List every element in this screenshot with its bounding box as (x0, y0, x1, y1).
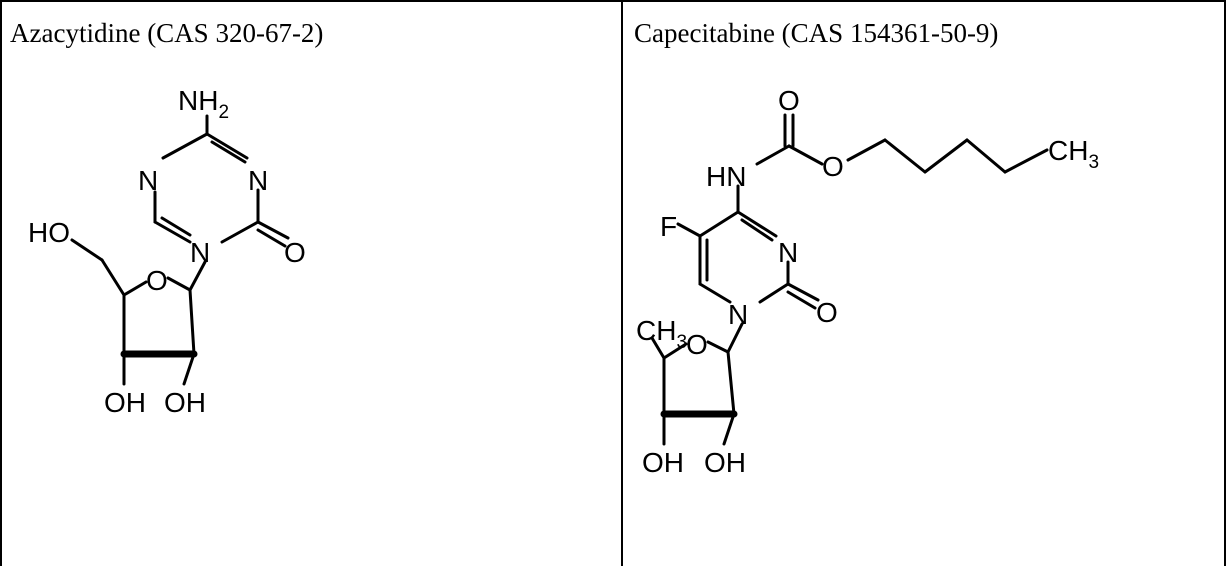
cape-o-ester-label: O (822, 151, 844, 182)
table-border-middle (621, 0, 623, 566)
aza-nh2-label: NH2 (178, 85, 229, 123)
cape-oh2-label: OH (704, 447, 746, 478)
aza-ho-label: HO (28, 217, 70, 248)
cape-hn-label: HN (706, 161, 746, 192)
table-border-top (0, 0, 1226, 2)
aza-oh2-label: OH (164, 387, 206, 418)
aza-o-carbonyl-label: O (284, 237, 306, 268)
cape-o-ring-label: O (686, 329, 708, 360)
capecitabine-title: Capecitabine (CAS 154361-50-9) (634, 18, 999, 48)
aza-n-bottom-label: N (190, 237, 210, 268)
cape-ch3-tail-label: CH3 (1048, 135, 1099, 173)
aza-o-ring-label: O (146, 265, 168, 296)
table-border-left (0, 0, 2, 566)
cape-f-label: F (660, 211, 677, 242)
cape-n-bottom-label: N (728, 299, 748, 330)
capecitabine-structure: O HN O CH3 F N N O CH3 O OH OH (636, 85, 1099, 478)
aza-n-right-label: N (248, 165, 268, 196)
azacytidine-structure: NH2 N N N O HO O OH OH (28, 85, 306, 418)
aza-n-left-label: N (138, 165, 158, 196)
azacytidine-title: Azacytidine (CAS 320-67-2) (10, 18, 324, 48)
cape-n-right-label: N (778, 237, 798, 268)
aza-oh1-label: OH (104, 387, 146, 418)
table-border-right (1224, 0, 1226, 566)
cape-o-top-label: O (778, 85, 800, 116)
cape-o-carbonyl-label: O (816, 297, 838, 328)
cape-oh1-label: OH (642, 447, 684, 478)
cape-ch3-sugar-label: CH3 (636, 315, 687, 353)
